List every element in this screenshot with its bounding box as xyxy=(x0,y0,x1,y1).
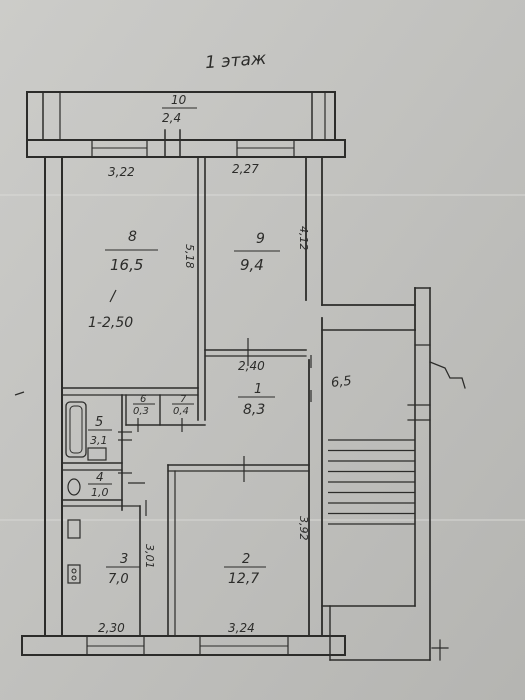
dim-3-92: 3,92 xyxy=(297,516,310,541)
room-4-area: 1,0 xyxy=(91,486,109,499)
room-4-number: 4 xyxy=(96,470,104,484)
room-6-number: 6 xyxy=(140,394,146,405)
margin-mark xyxy=(14,391,25,396)
dim-2-40: 2,40 xyxy=(238,359,265,373)
room-2-area: 12,7 xyxy=(228,571,259,587)
room-8-number: 8 xyxy=(128,229,137,245)
room-5-number: 5 xyxy=(95,415,103,430)
stair-steps xyxy=(328,439,415,525)
kitchen-stove xyxy=(67,564,81,584)
room-9-number: 9 xyxy=(256,231,265,247)
dim-2-30: 2,30 xyxy=(98,621,125,635)
room-5-area: 3,1 xyxy=(90,434,108,447)
tick-marks xyxy=(14,338,312,516)
dim-4-12: 4,12 xyxy=(297,226,310,251)
ceiling-mark xyxy=(109,289,117,303)
dim-3-24: 3,24 xyxy=(228,621,255,635)
dim-6-5: 6,5 xyxy=(330,374,352,391)
room-10-area: 2,4 xyxy=(162,111,181,125)
room-1-number: 1 xyxy=(254,382,262,397)
stair-landing xyxy=(429,361,466,389)
room-9-area: 9,4 xyxy=(240,256,264,274)
plan-title: 1 этаж xyxy=(204,49,267,73)
stove-burner xyxy=(71,568,77,574)
room-6-area: 0,3 xyxy=(133,406,149,417)
room-7-number: 7 xyxy=(180,394,187,405)
room-3-number: 3 xyxy=(120,552,128,567)
room-7-area: 0,4 xyxy=(173,406,189,417)
toilet xyxy=(67,478,81,496)
walls xyxy=(21,91,466,661)
dim-3-01: 3,01 xyxy=(143,544,156,569)
room-10-number: 10 xyxy=(171,93,187,107)
dim-2-27: 2,27 xyxy=(232,162,259,176)
kitchen-sink xyxy=(67,519,81,539)
bathtub xyxy=(65,401,87,458)
room-8-area: 16,5 xyxy=(110,256,143,274)
room-2-number: 2 xyxy=(242,552,250,567)
room-8-extra: 1-2,50 xyxy=(88,315,133,331)
room-1-area: 8,3 xyxy=(243,402,265,418)
dim-5-18: 5,18 xyxy=(183,244,196,269)
stove-burner xyxy=(71,575,77,581)
room-3-area: 7,0 xyxy=(108,572,129,587)
dim-3-22: 3,22 xyxy=(108,165,135,179)
sink xyxy=(87,447,107,461)
bathtub-inner xyxy=(69,405,83,454)
